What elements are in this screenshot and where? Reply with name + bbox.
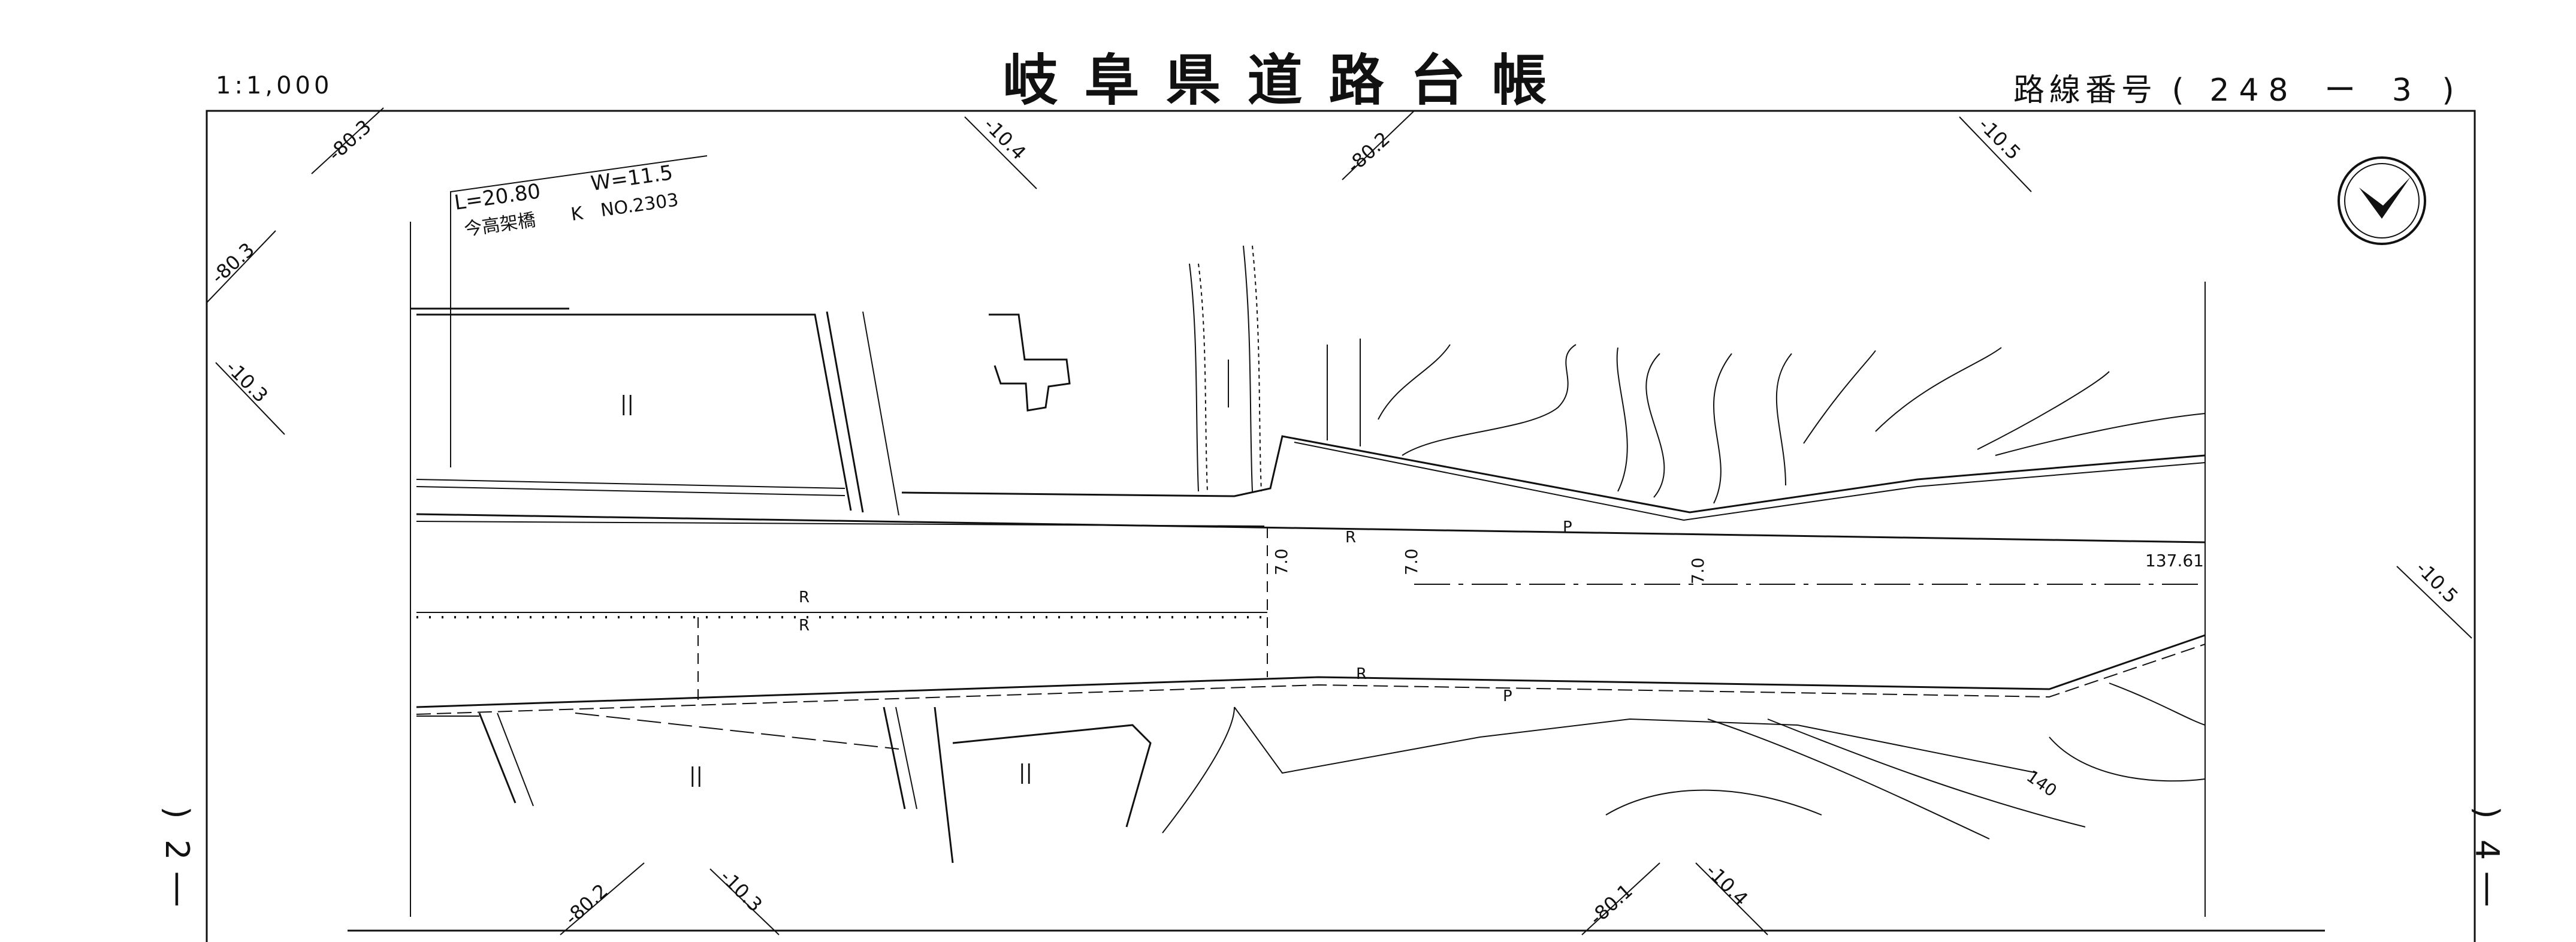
- grid-tick: [709, 868, 780, 935]
- grid-tick: [206, 230, 276, 303]
- embankment: [1234, 707, 2038, 774]
- grid-tick: [1695, 862, 1768, 935]
- parcel-boundary: [952, 724, 1152, 828]
- paddy-symbol: ||: [620, 392, 634, 416]
- bridge-note: L=20.80 W=11.5 今高架橋 K NO.2303: [453, 161, 680, 240]
- route-main-number: 248: [2209, 73, 2298, 108]
- bridge-length: L=20.80: [453, 179, 542, 215]
- prev-sheet-close: |: [171, 868, 183, 906]
- road-width-label: 7.0: [1688, 557, 1708, 584]
- road-width-label: 7.0: [1272, 548, 1291, 575]
- road-marker-r: R: [799, 588, 810, 606]
- fence-line: [416, 479, 845, 489]
- canal-right: [1243, 245, 1253, 492]
- route-label: 路線番号: [2013, 73, 2158, 108]
- road-marker-r: R: [799, 617, 810, 635]
- route-open-paren: (: [2172, 73, 2189, 108]
- contour-line: [1378, 344, 1451, 420]
- embankment-toe: [1294, 442, 2206, 521]
- bridge-width: W=11.5: [589, 161, 674, 196]
- paddy-symbol: ||: [1019, 760, 1032, 784]
- contour-line: [1402, 344, 1577, 456]
- road-width-label: 7.0: [1402, 548, 1421, 575]
- contour-line: [1767, 718, 2086, 828]
- contour-line: [1803, 350, 1876, 444]
- contour-line: [1645, 353, 1665, 498]
- grid-label: -10.5: [2411, 557, 2462, 608]
- contour-line: [2109, 683, 2206, 726]
- parcel-boundary: [497, 712, 534, 807]
- contour-line: [1995, 413, 2206, 456]
- grid-tick: [964, 116, 1037, 189]
- next-sheet-close: |: [2481, 868, 2493, 906]
- contour-line: [1162, 707, 1235, 834]
- road-marker-p: P: [1563, 518, 1572, 536]
- road-edge-north: [416, 513, 2206, 544]
- canal-left: [1189, 263, 1199, 492]
- canal-left-2: [1198, 263, 1208, 492]
- road-marker-p: P: [1503, 687, 1512, 705]
- grid-tick: [1959, 116, 2032, 192]
- route-separator: ー: [2324, 73, 2366, 108]
- building-outline: [989, 313, 1071, 412]
- bridge-number: NO.2303: [599, 189, 680, 221]
- elevation-label: 137.61: [2145, 551, 2204, 570]
- map-scale: 1:1,000: [216, 72, 333, 99]
- road-edge-north-2: [416, 521, 1265, 527]
- grid-tick: [2396, 566, 2472, 639]
- route-number: 路線番号 ( 248 ー 3 ): [2013, 65, 2459, 110]
- road-edge-south: [416, 634, 2206, 708]
- grid-tick: [215, 362, 285, 435]
- parcel-boundary: [826, 311, 864, 513]
- bridge-type: K: [570, 203, 585, 225]
- fence-line: [416, 486, 845, 496]
- north-arrow-icon: [2338, 156, 2426, 245]
- bridge-name: 今高架橋: [463, 210, 537, 240]
- grid-label: -10.4: [1701, 859, 1752, 910]
- grid-tick: [560, 862, 645, 935]
- grid-tick: [311, 107, 384, 174]
- parcel-boundary: [862, 311, 899, 516]
- contour-line: [1707, 718, 1990, 840]
- road-marker-r: R: [1356, 665, 1367, 683]
- prev-sheet-number[interactable]: ) 2 |: [153, 794, 201, 905]
- embankment: [901, 435, 2206, 514]
- route-sub-number: 3: [2391, 73, 2421, 108]
- parcel-boundary: [575, 712, 899, 750]
- page-title: 岐阜県道路台帳: [1002, 49, 1574, 113]
- contour-line: [1616, 347, 1628, 492]
- road-edge-south-2: [416, 644, 2206, 715]
- next-sheet-number[interactable]: ) 4 |: [2463, 794, 2511, 905]
- contour-line: [1605, 789, 1822, 816]
- parcel-boundary: [934, 707, 954, 864]
- grid-label: -10.3: [221, 356, 272, 407]
- grid-label: -10.5: [1974, 113, 2025, 164]
- contour-line: [1875, 347, 2002, 432]
- grid-tick: [1581, 862, 1660, 935]
- parcel-boundary: [895, 707, 917, 810]
- route-close-paren: ): [2442, 73, 2459, 108]
- parcel-boundary: [478, 712, 517, 804]
- parcel-boundary: [416, 313, 852, 511]
- contour-line: [1775, 353, 1792, 486]
- map-frame: [206, 110, 2476, 942]
- grid-tick: [1342, 110, 1415, 180]
- contour-line: [2049, 736, 2206, 782]
- contour-line: [1977, 371, 2110, 450]
- grid-label: -80.1: [1585, 879, 1637, 929]
- grid-label: -80.2: [1342, 127, 1394, 177]
- bridge-leader: [450, 155, 708, 467]
- canal-right-2: [1252, 245, 1262, 492]
- grid-label: -80.3: [207, 238, 259, 288]
- paddy-symbol: ||: [689, 763, 703, 787]
- grid-label: -10.3: [715, 865, 766, 916]
- grid-label: -80.2: [560, 879, 612, 929]
- road-marker-r: R: [1345, 529, 1356, 547]
- parcel-boundary: [883, 707, 906, 810]
- contour-line: [1713, 353, 1732, 504]
